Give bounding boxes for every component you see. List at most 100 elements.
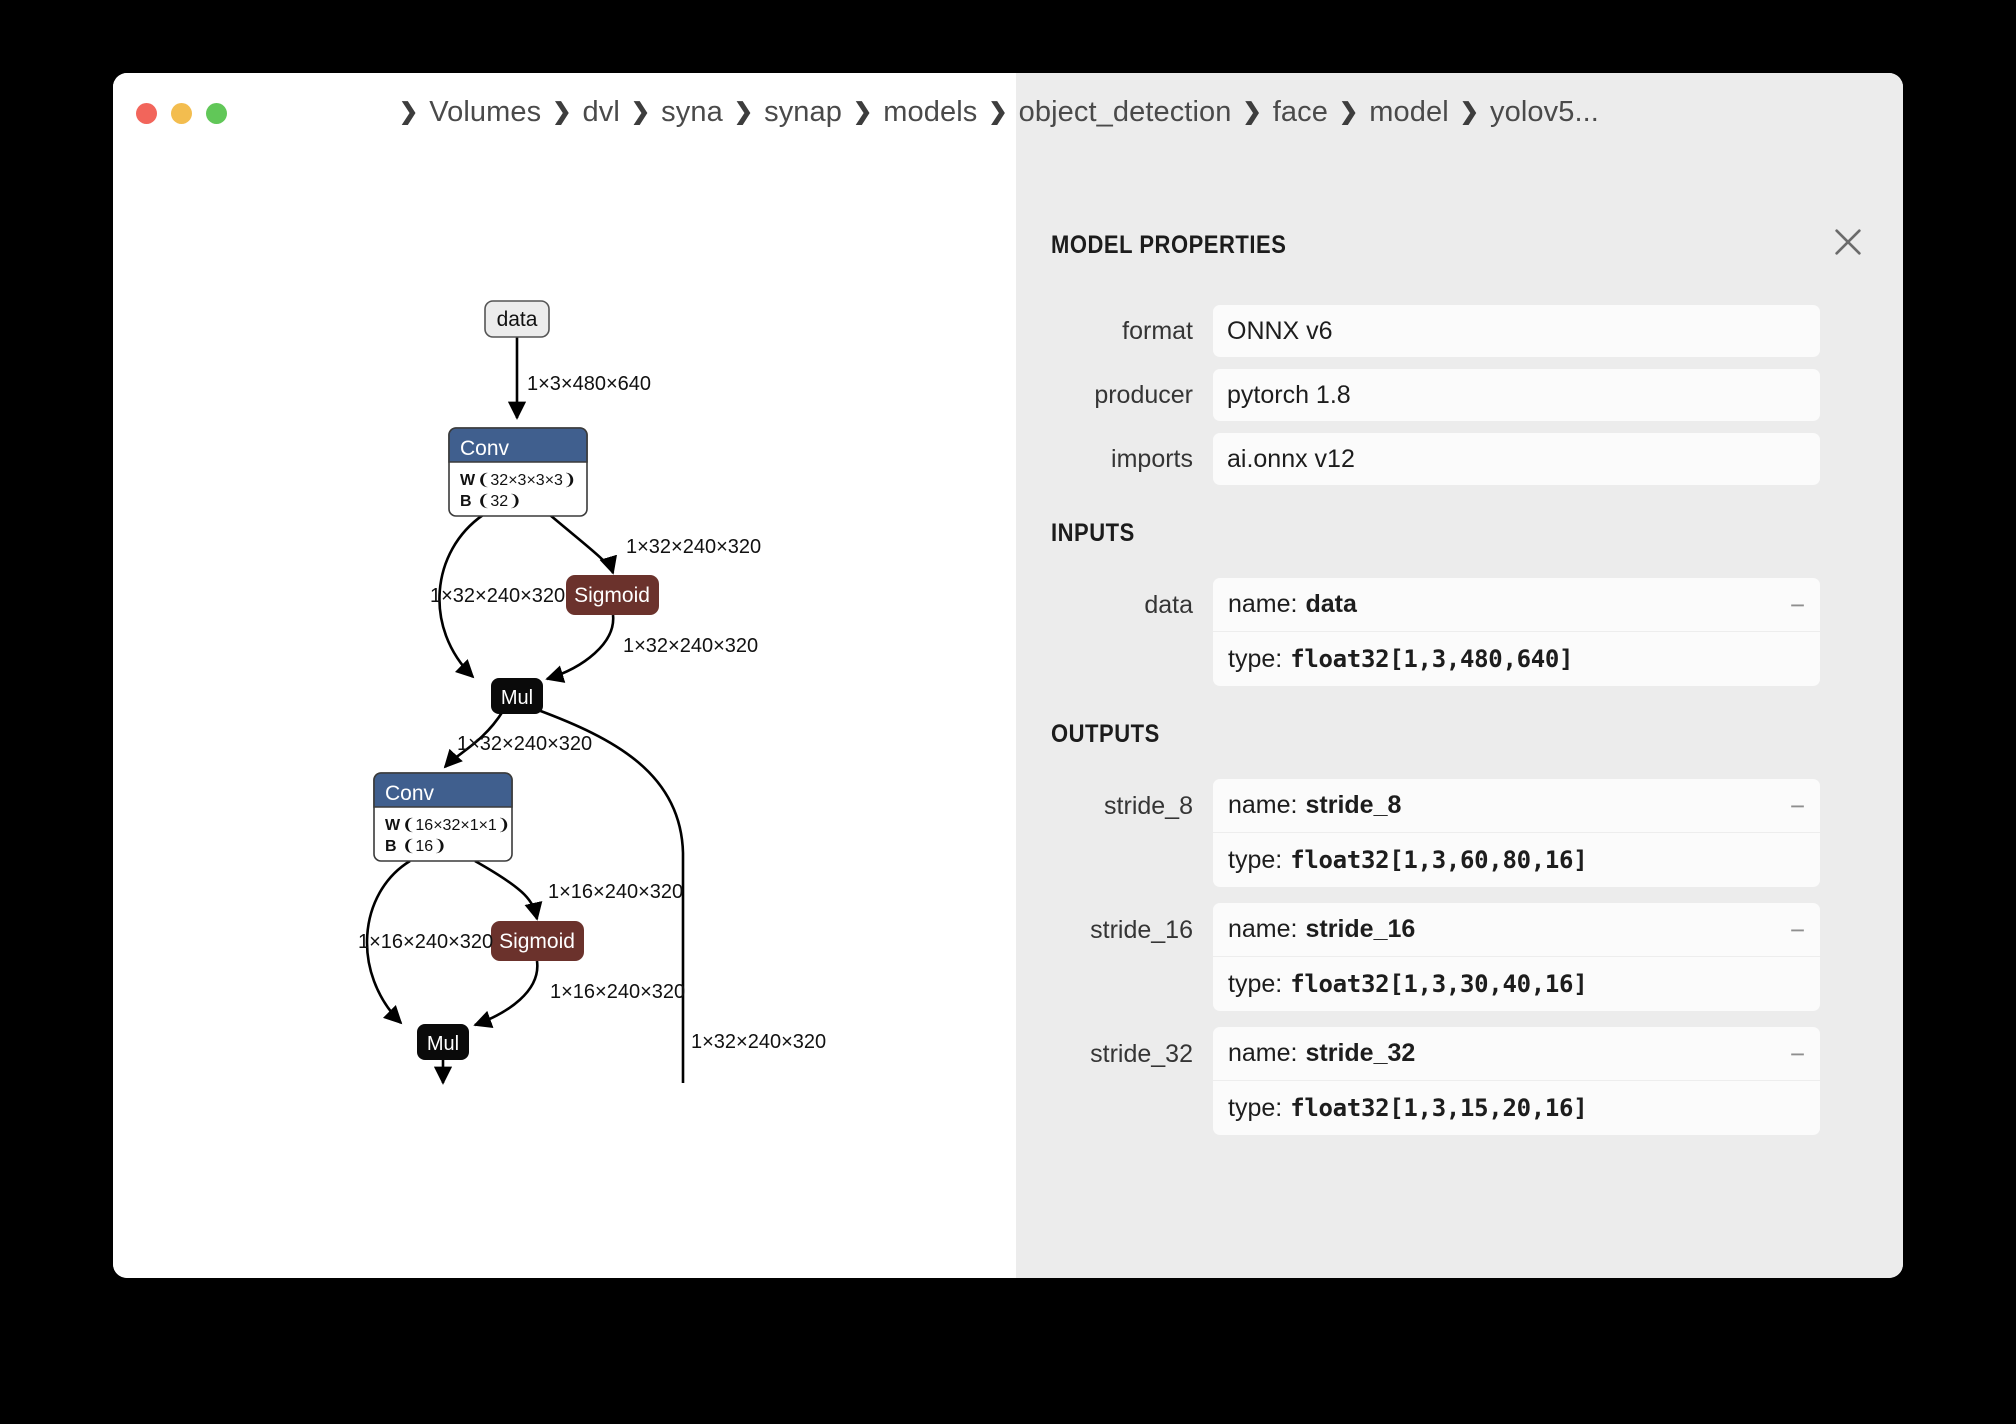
edge-conv1-mul1 — [438, 513, 484, 679]
collapse-icon[interactable]: − — [1789, 790, 1805, 821]
graph-node-conv1: Conv W ❨32×3×3×3❩ B ❨32❩ — [448, 427, 588, 517]
section-title-outputs: OUTPUTS — [1051, 720, 1160, 748]
edge-sigmoid1-mul1 — [545, 614, 615, 683]
node-conv2-w-value: ❨16×32×1×1❩ — [402, 817, 510, 834]
zoom-window-button[interactable] — [206, 103, 227, 124]
output-card-stride-32: name: stride_32 − type: float32[1,3,15,2… — [1213, 1027, 1820, 1135]
breadcrumb: ❯Volumes❯dvl❯syna❯synap❯models❯object_de… — [113, 73, 1903, 131]
graph-node-conv2: Conv W ❨16×32×1×1❩ B ❨16❩ — [373, 772, 513, 862]
output-name-line: name: stride_16 − — [1213, 903, 1820, 957]
edge-conv1-sigmoid1 — [549, 514, 617, 575]
input-name-line: name: data − — [1213, 578, 1820, 632]
panel-content: format ONNX v6 producer pytorch 1.8 impo… — [1016, 305, 1903, 1151]
breadcrumb-item-syna[interactable]: syna — [661, 96, 723, 128]
edge-mul1-conv2 — [443, 710, 505, 769]
breadcrumb-item-model[interactable]: model — [1369, 96, 1449, 128]
output-row: stride_32 name: stride_32 − type: float3… — [1016, 1027, 1903, 1135]
output-name-value: stride_8 — [1305, 791, 1402, 819]
input-row: data name: data − type: float32[1,3,480,… — [1016, 578, 1903, 686]
minimize-window-button[interactable] — [171, 103, 192, 124]
input-type-value: float32[1,3,480,640] — [1290, 645, 1574, 673]
edge-label-conv2-sigmoid2: 1×16×240×320 — [548, 881, 683, 903]
node-mul1-label: Mul — [501, 687, 533, 709]
collapse-icon[interactable]: − — [1789, 1038, 1805, 1069]
output-card-stride-16: name: stride_16 − type: float32[1,3,30,4… — [1213, 903, 1820, 1011]
output-type-key: type: — [1228, 969, 1283, 998]
app-window: data Conv W ❨32×3×3×3❩ B ❨32❩ Sigmoid — [113, 73, 1903, 1278]
output-label-stride-16: stride_16 — [1090, 916, 1193, 944]
node-conv2-b-value: ❨16❩ — [402, 838, 447, 855]
output-name-key: name: — [1228, 915, 1298, 943]
section-title-inputs: INPUTS — [1051, 519, 1135, 547]
property-value-format: ONNX v6 — [1213, 305, 1820, 357]
edge-conv2-mul2 — [365, 859, 411, 1025]
node-conv1-w-value: ❨32×3×3×3❩ — [477, 472, 576, 489]
output-name-key: name: — [1228, 1039, 1298, 1067]
breadcrumb-separator-icon: ❯ — [1338, 98, 1359, 124]
breadcrumb-separator-icon: ❯ — [630, 98, 651, 124]
output-type-key: type: — [1228, 1093, 1283, 1122]
edge-conv2-sigmoid2 — [474, 859, 543, 921]
node-sigmoid1-label: Sigmoid — [574, 584, 650, 607]
input-type-key: type: — [1228, 644, 1283, 673]
node-conv1-b-key: B — [460, 493, 472, 510]
input-name-key: name: — [1228, 590, 1298, 618]
node-sigmoid2-label: Sigmoid — [499, 930, 575, 953]
breadcrumb-item-dvl[interactable]: dvl — [582, 96, 620, 128]
breadcrumb-item-yolov5-[interactable]: yolov5... — [1490, 96, 1599, 128]
edge-label-data-conv1: 1×3×480×640 — [527, 373, 651, 395]
node-conv1-label: Conv — [460, 437, 510, 460]
output-type-line: type: float32[1,3,30,40,16] — [1213, 957, 1820, 1011]
output-row: stride_16 name: stride_16 − type: float3… — [1016, 903, 1903, 1011]
output-type-line: type: float32[1,3,60,80,16] — [1213, 833, 1820, 887]
node-conv2-b-key: B — [385, 838, 397, 855]
property-label-format: format — [1122, 317, 1193, 345]
output-label-stride-32: stride_32 — [1090, 1040, 1193, 1068]
breadcrumb-item-models[interactable]: models — [883, 96, 978, 128]
output-type-key: type: — [1228, 845, 1283, 874]
output-label-stride-8: stride_8 — [1104, 792, 1193, 820]
node-conv1-w-key: W — [460, 472, 476, 489]
close-window-button[interactable] — [136, 103, 157, 124]
graph-node-sigmoid1: Sigmoid — [566, 575, 659, 615]
graph-canvas[interactable]: data Conv W ❨32×3×3×3❩ B ❨32❩ Sigmoid — [113, 73, 903, 1278]
collapse-icon[interactable]: − — [1789, 914, 1805, 945]
property-row: format ONNX v6 — [1016, 305, 1903, 357]
edge-label-sigmoid1-mul1: 1×32×240×320 — [623, 635, 758, 657]
breadcrumb-separator-icon: ❯ — [1459, 98, 1480, 124]
edge-label-conv1-mul1: 1×32×240×320 — [430, 585, 565, 607]
collapse-icon[interactable]: − — [1789, 589, 1805, 620]
breadcrumb-item-object-detection[interactable]: object_detection — [1018, 96, 1232, 128]
graph-node-data: data — [484, 300, 550, 338]
output-name-line: name: stride_8 − — [1213, 779, 1820, 833]
breadcrumb-item-synap[interactable]: synap — [764, 96, 842, 128]
property-row: producer pytorch 1.8 — [1016, 369, 1903, 421]
output-type-value: float32[1,3,30,40,16] — [1290, 970, 1588, 998]
node-data-label: data — [497, 308, 538, 331]
output-name-line: name: stride_32 − — [1213, 1027, 1820, 1081]
breadcrumb-items: ❯Volumes❯dvl❯syna❯synap❯models❯object_de… — [388, 96, 1599, 129]
close-icon[interactable] — [1831, 225, 1865, 259]
output-type-value: float32[1,3,60,80,16] — [1290, 846, 1588, 874]
property-label-producer: producer — [1094, 381, 1193, 409]
property-label-imports: imports — [1111, 445, 1193, 473]
breadcrumb-separator-icon: ❯ — [1242, 98, 1262, 124]
input-type-line: type: float32[1,3,480,640] — [1213, 632, 1820, 686]
edge-label-mul1-conv2: 1×32×240×320 — [457, 733, 592, 755]
edge-label-mul1-skip: 1×32×240×320 — [691, 1031, 826, 1053]
input-name-value: data — [1305, 590, 1357, 618]
output-type-value: float32[1,3,15,20,16] — [1290, 1094, 1588, 1122]
edge-label-sigmoid2-mul2: 1×16×240×320 — [550, 981, 685, 1003]
edge-label-conv1-sigmoid1: 1×32×240×320 — [626, 536, 761, 558]
graph-node-sigmoid2: Sigmoid — [491, 921, 584, 961]
output-row: stride_8 name: stride_8 − type: float32[… — [1016, 779, 1903, 887]
breadcrumb-item-face[interactable]: face — [1272, 96, 1328, 128]
node-conv2-w-key: W — [385, 817, 401, 834]
node-mul2-label: Mul — [427, 1033, 459, 1055]
input-card-data: name: data − type: float32[1,3,480,640] — [1213, 578, 1820, 686]
property-value-producer: pytorch 1.8 — [1213, 369, 1820, 421]
breadcrumb-separator-icon: ❯ — [988, 98, 1008, 124]
breadcrumb-item-volumes[interactable]: Volumes — [429, 96, 542, 128]
node-conv1-b-value: ❨32❩ — [477, 493, 522, 510]
edge-mul1-skip — [537, 708, 685, 1083]
